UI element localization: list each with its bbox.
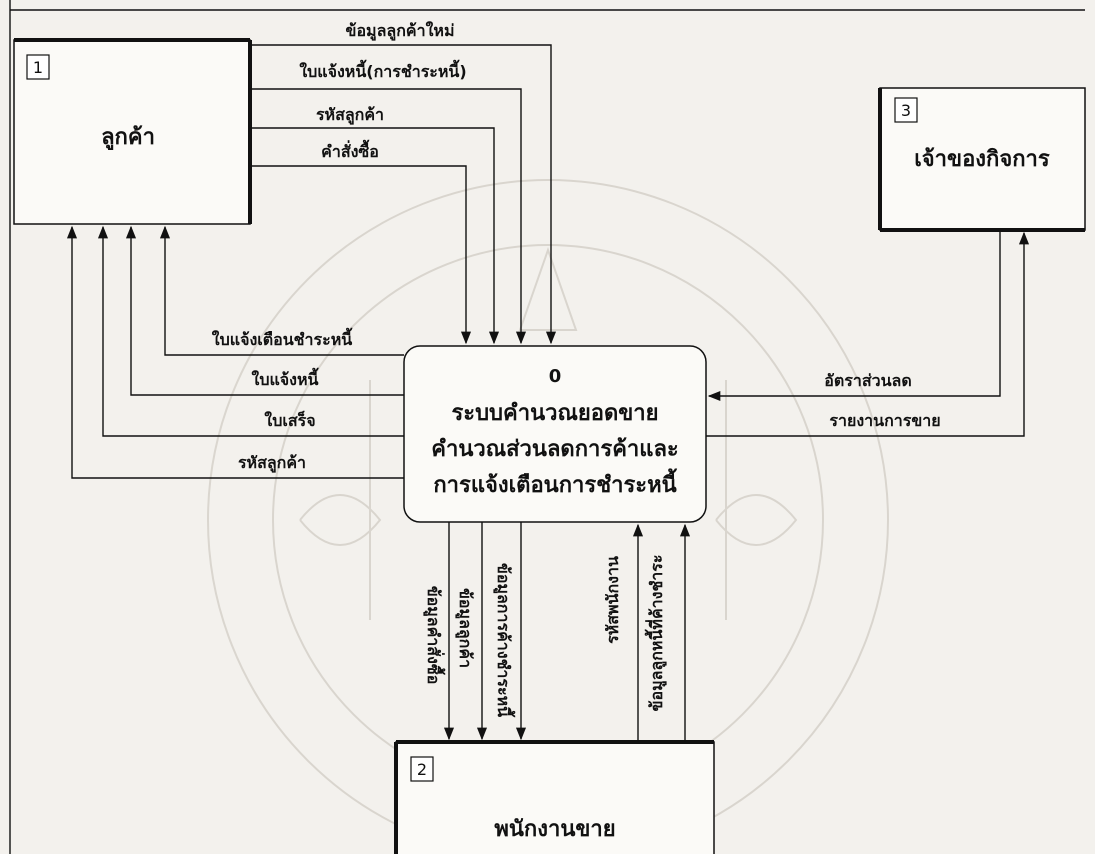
flow-invoice-label: ใบแจ้งหนี้ <box>252 367 319 389</box>
flow-customer-code-in-label: รหัสลูกค้า <box>316 105 384 126</box>
entity-owner-id: 3 <box>901 101 911 120</box>
entity-customer-box <box>13 39 251 225</box>
process-id: 0 <box>549 366 562 387</box>
flow-staff-code: รหัสพนักงาน <box>603 523 644 742</box>
entity-customer-id: 1 <box>33 58 43 77</box>
flow-customer-code-in: รหัสลูกค้า <box>250 105 500 345</box>
flow-discount-rate: อัตราส่วนลด <box>707 230 1001 402</box>
flow-invoice: ใบแจ้งหนี้ <box>125 225 404 396</box>
flow-new-customer-data: ข้อมูลลูกค้าใหม่ <box>250 21 557 345</box>
flow-receipt: ใบเสร็จ <box>97 225 404 437</box>
flow-outstanding-data-label: ข้อมูลการค้างชำระหนี้ <box>492 563 516 718</box>
flow-purchase-order: คำสั่งซื้อ <box>250 139 472 345</box>
process-0: 0 ระบบคำนวณยอดขาย คำนวณส่วนลดการค้าและ ก… <box>403 345 707 523</box>
process-title-line-3: การแจ้งเตือนการชำระหนี้ <box>433 468 678 498</box>
flow-customer-code-out-label: รหัสลูกค้า <box>238 453 306 474</box>
flow-payment-reminder: ใบแจ้งเตือนชำระหนี้ <box>159 225 404 356</box>
flow-owing-customer-data-label: ข้อมูลลูกหนี้ที่ค้างชำระ <box>644 555 668 712</box>
entity-owner: 3 เจ้าของกิจการ <box>878 87 1086 232</box>
entity-owner-id-box <box>894 97 918 123</box>
flow-outstanding-data: ข้อมูลการค้างชำระหนี้ <box>492 522 527 741</box>
flow-discount-rate-label: อัตราส่วนลด <box>824 371 911 390</box>
process-title-line-2: คำนวณส่วนลดการค้าและ <box>431 437 679 462</box>
entity-staff-box <box>395 741 715 854</box>
flow-customer-data-label: ข้อมูลลูกค้า <box>454 588 475 668</box>
flow-purchase-order-label: คำสั่งซื้อ <box>321 139 379 161</box>
entity-staff-name: พนักงานขาย <box>494 817 615 842</box>
entity-owner-name: เจ้าของกิจการ <box>914 147 1050 172</box>
flow-order-data-label: ข้อมูลคำสั่งซื้อ <box>422 586 446 685</box>
flow-sales-report-label: รายงานการขาย <box>829 411 940 430</box>
flow-customer-code-out: รหัสลูกค้า <box>66 225 404 479</box>
flow-payment-reminder-label: ใบแจ้งเตือนชำระหนี้ <box>212 327 353 349</box>
flow-owing-customer-data: ข้อมูลลูกหนี้ที่ค้างชำระ <box>644 523 691 742</box>
flow-new-customer-data-label: ข้อมูลลูกค้าใหม่ <box>346 21 455 42</box>
entity-customer: 1 ลูกค้า <box>13 38 252 225</box>
entity-staff-id-box <box>410 756 434 782</box>
flow-sales-report: รายงานการขาย <box>706 231 1030 437</box>
entity-staff: 2 พนักงานขาย <box>394 740 715 854</box>
flow-invoice-payment: ใบแจ้งหนี้(การชำระหนี้) <box>250 59 527 345</box>
flow-order-data: ข้อมูลคำสั่งซื้อ <box>422 522 455 741</box>
process-title-line-1: ระบบคำนวณยอดขาย <box>451 401 658 426</box>
entity-customer-name: ลูกค้า <box>101 125 155 151</box>
flow-invoice-payment-label: ใบแจ้งหนี้(การชำระหนี้) <box>299 59 466 81</box>
process-box <box>403 345 707 523</box>
flow-customer-data: ข้อมูลลูกค้า <box>454 522 488 741</box>
flow-receipt-label: ใบเสร็จ <box>264 409 315 430</box>
entity-staff-id: 2 <box>417 760 427 779</box>
entity-customer-id-box <box>26 54 50 80</box>
flow-staff-code-label: รหัสพนักงาน <box>603 556 622 644</box>
